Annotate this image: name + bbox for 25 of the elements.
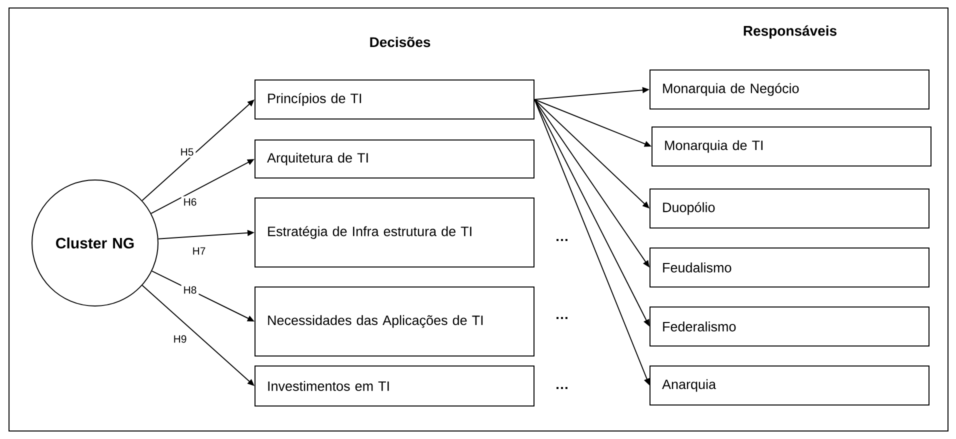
responsible-box: Anarquia xyxy=(650,366,930,406)
arrow xyxy=(142,100,254,202)
decision-box: Necessidades das Aplicações de TI xyxy=(254,286,534,356)
column-heading: Decisões xyxy=(370,36,430,48)
responsible-box: Feudalismo xyxy=(650,248,930,288)
decision-box: Estratégia de Infra estrutura de TI xyxy=(254,198,534,268)
edge-label: H5 xyxy=(178,146,196,158)
edge-label: H9 xyxy=(171,333,189,345)
edge-label: H8 xyxy=(181,284,199,296)
column-heading: Responsáveis xyxy=(744,25,836,39)
decision-box: Arquitetura de TI xyxy=(254,140,534,178)
ellipsis: … xyxy=(556,238,568,242)
responsible-box: Federalismo xyxy=(650,306,930,346)
responsible-box: Monarquia de TI xyxy=(652,126,932,166)
responsible-box: Monarquia de Negócio xyxy=(650,70,930,110)
ellipsis: … xyxy=(556,316,568,320)
edge-label: H6 xyxy=(181,196,199,208)
circle-node: Cluster NG xyxy=(32,180,158,306)
edge-label: H7 xyxy=(190,245,208,257)
responsible-box: Duopólio xyxy=(650,188,930,228)
decision-box: Princípios de TI xyxy=(254,80,534,120)
decision-box: Investimentos em TI xyxy=(254,366,534,406)
arrow xyxy=(142,284,254,386)
arrow xyxy=(534,99,650,208)
ellipsis: … xyxy=(556,386,568,390)
